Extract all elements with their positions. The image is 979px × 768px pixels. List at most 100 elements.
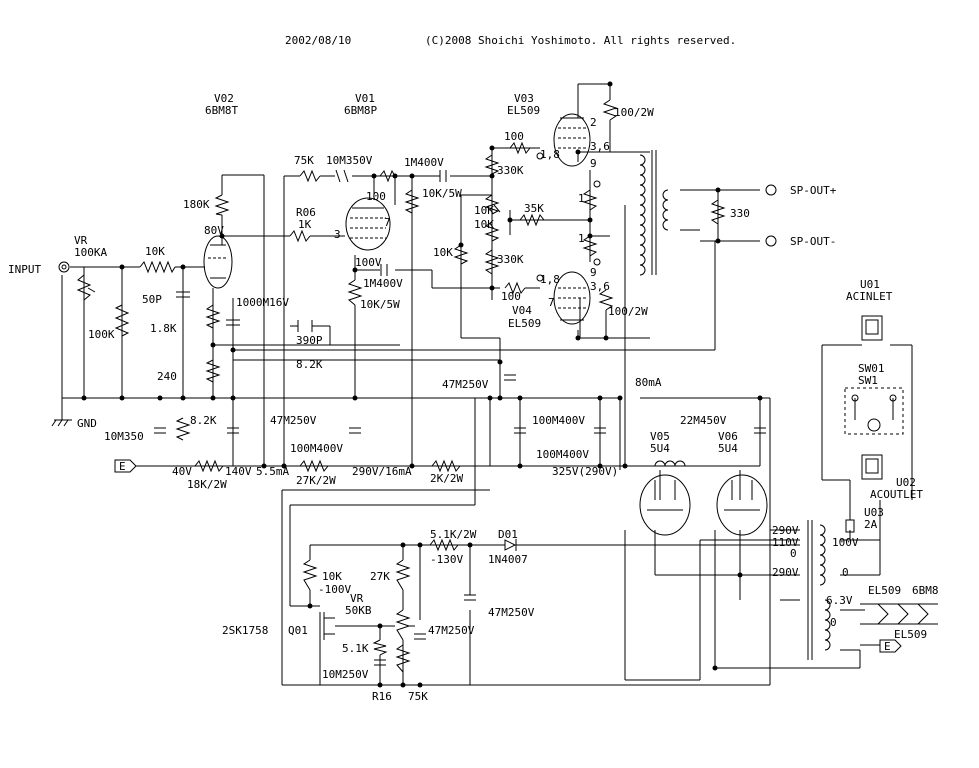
label-v-80: 80V [204, 224, 224, 237]
tube-v02 [203, 235, 233, 289]
label-v04-type: EL509 [508, 317, 541, 330]
tube-v01 [345, 197, 391, 251]
label-t-100: 100V [832, 536, 859, 549]
misc-symbols [51, 184, 929, 653]
label-pin-2: 2 [590, 116, 597, 129]
sp-out-minus-terminal [765, 235, 777, 247]
label-r-330k-b: 330K [497, 253, 524, 266]
label-r-180k: 180K [183, 198, 210, 211]
resistor-330k-b [484, 249, 500, 275]
label-c-10m350: 10M350 [104, 430, 144, 443]
label-pin-1a: 1 [578, 192, 585, 205]
label-r-8-2k-a: 8.2K [190, 414, 217, 427]
label-c-47m250-d: 47M250V [488, 606, 535, 619]
resistor-35k [519, 213, 545, 227]
resistor-27k-bias [395, 559, 411, 591]
label-v02-type: 6BM8T [205, 104, 238, 117]
diode-d01 [504, 539, 517, 551]
e-tag-left [114, 459, 137, 473]
resistor-2k2w [431, 459, 461, 473]
label-v-m130: -130V [430, 553, 463, 566]
label-c-1m400-a: 1M400V [404, 156, 444, 169]
label-r-10k-in: 10K [145, 245, 165, 258]
label-pin-18a: 1,8 [540, 148, 560, 161]
label-c-47m250-c: 47M250V [428, 624, 475, 637]
label-e-left: E [119, 460, 126, 473]
switch-sw01 [844, 387, 904, 435]
label-u01-name: U01 [860, 278, 880, 291]
label-v01-name: V01 [355, 92, 375, 105]
label-q01-name: Q01 [288, 624, 308, 637]
resistor-10k5w-a [404, 189, 420, 214]
ac-inlet [861, 315, 883, 341]
junction-dots [81, 81, 763, 688]
label-v03-type: EL509 [507, 104, 540, 117]
label-v06-name: V06 [718, 430, 738, 443]
label-v-100: 100V [355, 256, 382, 269]
resistor-5-1k2w [429, 538, 459, 552]
potentiometer-vr1 [76, 274, 92, 301]
label-c-390p: 390P [296, 334, 323, 347]
label-c-1m400-b: 1M400V [363, 277, 403, 290]
label-c-47m250-b: 47M250V [270, 414, 317, 427]
label-v05-name: V05 [650, 430, 670, 443]
output-transformer [639, 150, 669, 276]
label-r-27k: 27K [370, 570, 390, 583]
label-v-290-16ma: 290V/16mA [352, 465, 412, 478]
resistor-75k [299, 169, 321, 183]
resistors [76, 99, 726, 673]
label-pin-18b: 1,8 [540, 273, 560, 286]
label-r-2k2w: 2K/2W [430, 472, 463, 485]
label-vr1-value: 100KA [74, 246, 107, 259]
label-r-8-2k-b: 8.2K [296, 358, 323, 371]
input-jack [58, 261, 70, 273]
label-u02-type: ACOUTLET [870, 488, 923, 501]
header-copyright: (C)2008 Shoichi Yoshimoto. All rights re… [425, 34, 736, 47]
label-r-10k5w-a: 10K/5W [422, 187, 462, 200]
resistor-27k2w [299, 459, 329, 473]
resistor-100-g1 [509, 141, 531, 155]
tube-v03 [536, 113, 601, 188]
label-vr1-name: VR [74, 234, 88, 247]
label-r-10k-bias: 10K [322, 570, 342, 583]
label-el509-a: EL509 [868, 584, 901, 597]
label-t-290a: 290V [772, 524, 799, 537]
resistor-100-2w-b [598, 289, 614, 311]
label-v05-type: 5U4 [650, 442, 670, 455]
resistor-100-v01 [379, 169, 396, 183]
header-date: 2002/08/10 [285, 34, 351, 47]
label-q01-type: 2SK1758 [222, 624, 268, 637]
label-v02-name: V02 [214, 92, 234, 105]
label-u02-name: U02 [896, 476, 916, 489]
fuse-u03 [845, 519, 855, 533]
label-r06-value: 1K [298, 218, 312, 231]
label-r-18k2w: 18K/2W [187, 478, 227, 491]
resistor-cathode-1b [582, 235, 598, 257]
label-t-110: 110V [772, 536, 799, 549]
label-sw01-type: SW1 [858, 374, 878, 387]
resistor-r06 [289, 229, 311, 243]
e-tag-right [879, 639, 902, 653]
label-pin7: 7 [384, 216, 391, 229]
label-el509-b: EL509 [894, 628, 927, 641]
label-r-100-g1: 100 [504, 130, 524, 143]
label-r-35k: 35K [524, 202, 544, 215]
label-r-10k-b: 10K [474, 218, 494, 231]
resistor-18k2w [194, 459, 224, 473]
label-c-10m350v: 10M350V [326, 154, 373, 167]
label-u01-type: ACINLET [846, 290, 893, 303]
label-r-240: 240 [157, 370, 177, 383]
label-v-140: 140V [225, 465, 252, 478]
label-r-100-v01: 100 [366, 190, 386, 203]
label-r-100-g2: 100 [501, 290, 521, 303]
label-r-100k: 100K [88, 328, 115, 341]
label-r06-name: R06 [296, 206, 316, 219]
label-u03-value: 2A [864, 518, 878, 531]
label-e-right: E [884, 640, 891, 653]
resistor-cathode-1a [582, 189, 598, 211]
label-r-330k-a: 330K [497, 164, 524, 177]
label-r-10k5w-b: 10K/5W [360, 298, 400, 311]
label-u03-name: U03 [864, 506, 884, 519]
resistor-100-2w-a [602, 99, 618, 121]
